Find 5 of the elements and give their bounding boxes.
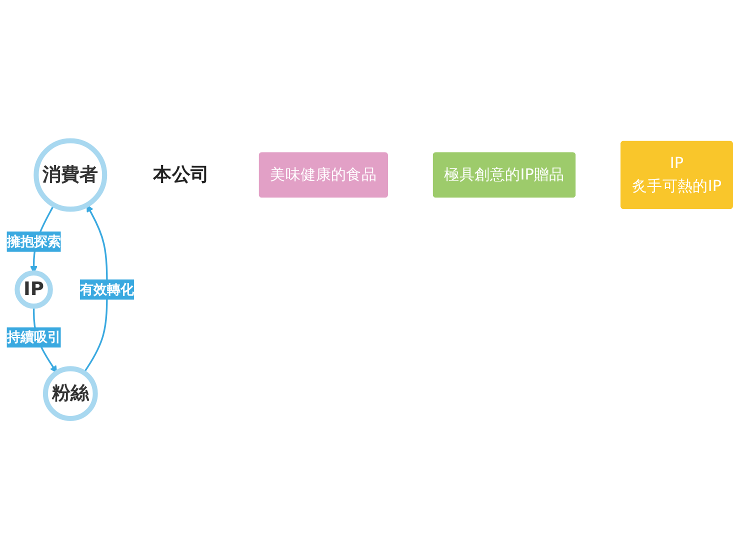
edge-label: 有效轉化 — [80, 281, 134, 298]
node-text: 本公司 — [153, 164, 209, 186]
node-circle: 消費者 — [34, 138, 108, 212]
node-circle: 粉絲 — [42, 366, 98, 422]
node-circle: IP — [14, 270, 53, 309]
